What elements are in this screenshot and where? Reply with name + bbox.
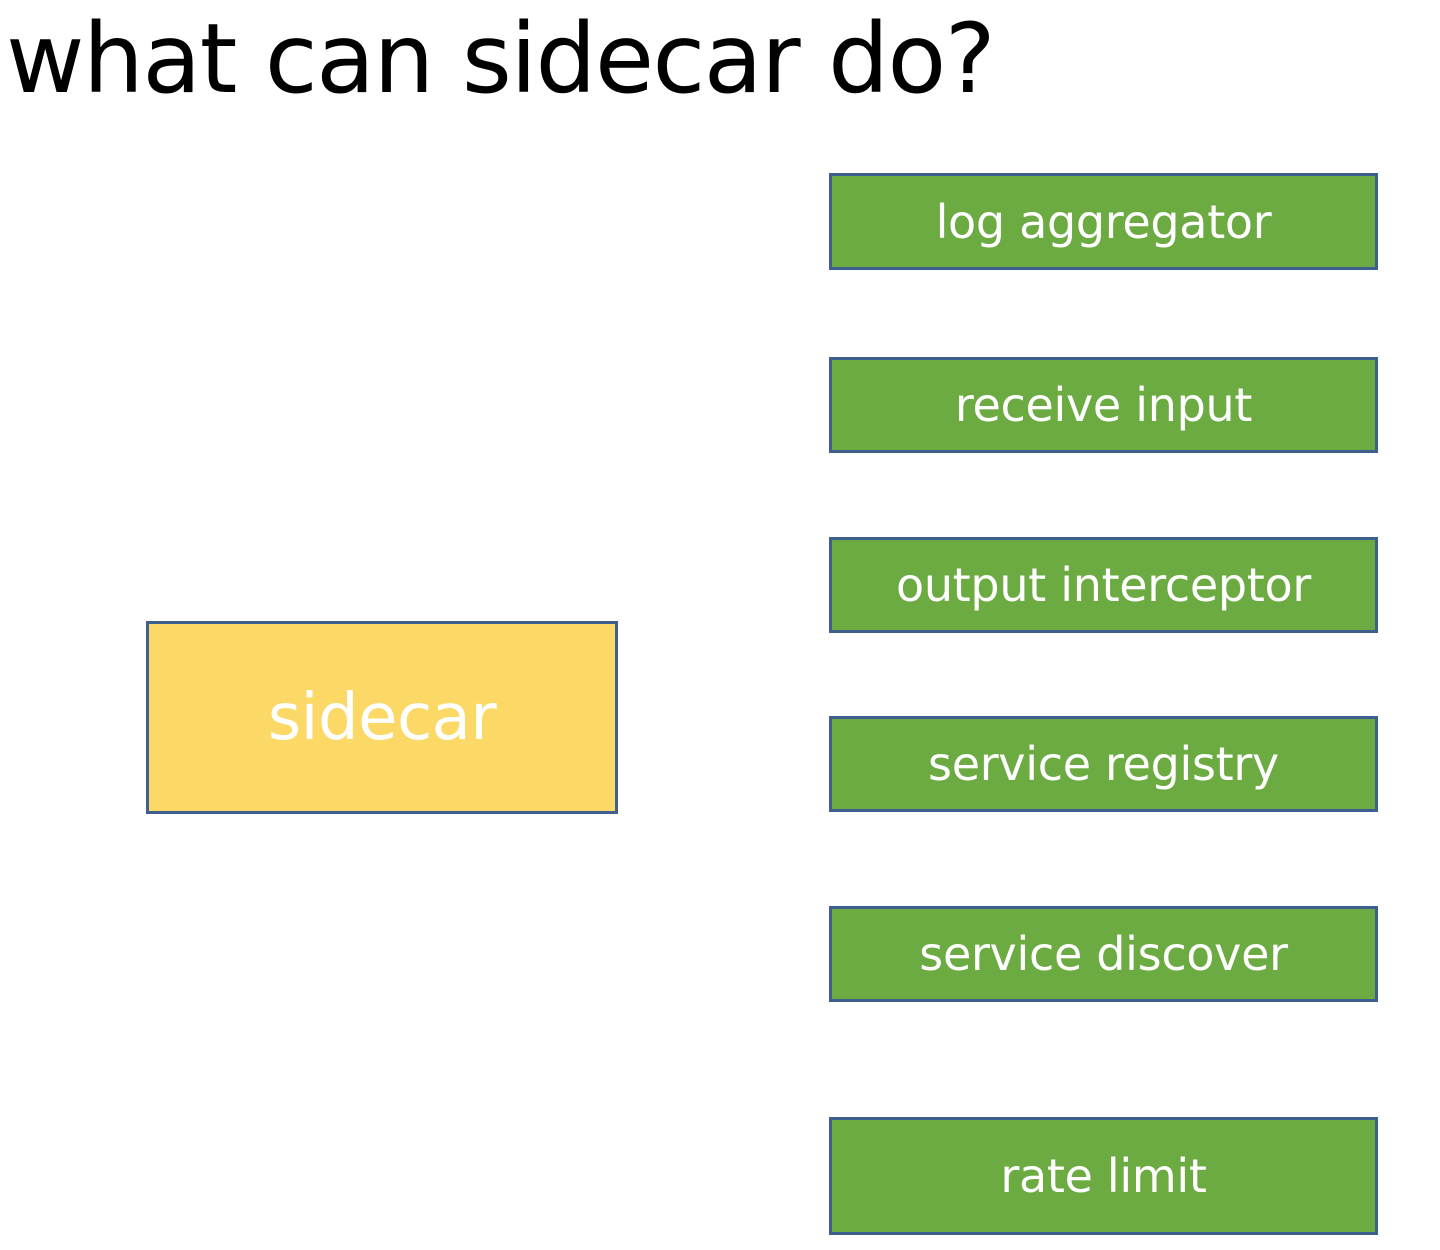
capability-node-log-aggregator[interactable]: log aggregator bbox=[829, 173, 1378, 270]
capability-node-rate-limit[interactable]: rate limit bbox=[829, 1117, 1378, 1235]
capability-node-label: output interceptor bbox=[895, 558, 1311, 612]
page-title: what can sidecar do? bbox=[6, 3, 996, 115]
capability-node-label: receive input bbox=[954, 378, 1253, 432]
sidecar-node-label: sidecar bbox=[267, 680, 497, 755]
capability-node-service-registry[interactable]: service registry bbox=[829, 716, 1378, 812]
capability-node-label: service registry bbox=[928, 737, 1279, 791]
capability-node-output-interceptor[interactable]: output interceptor bbox=[829, 537, 1378, 633]
capability-node-service-discover[interactable]: service discover bbox=[829, 906, 1378, 1002]
capability-node-label: log aggregator bbox=[935, 194, 1272, 249]
sidecar-node[interactable]: sidecar bbox=[146, 621, 618, 814]
capability-node-label: service discover bbox=[919, 927, 1288, 981]
capability-node-label: rate limit bbox=[1000, 1149, 1207, 1203]
capability-node-receive-input[interactable]: receive input bbox=[829, 357, 1378, 453]
